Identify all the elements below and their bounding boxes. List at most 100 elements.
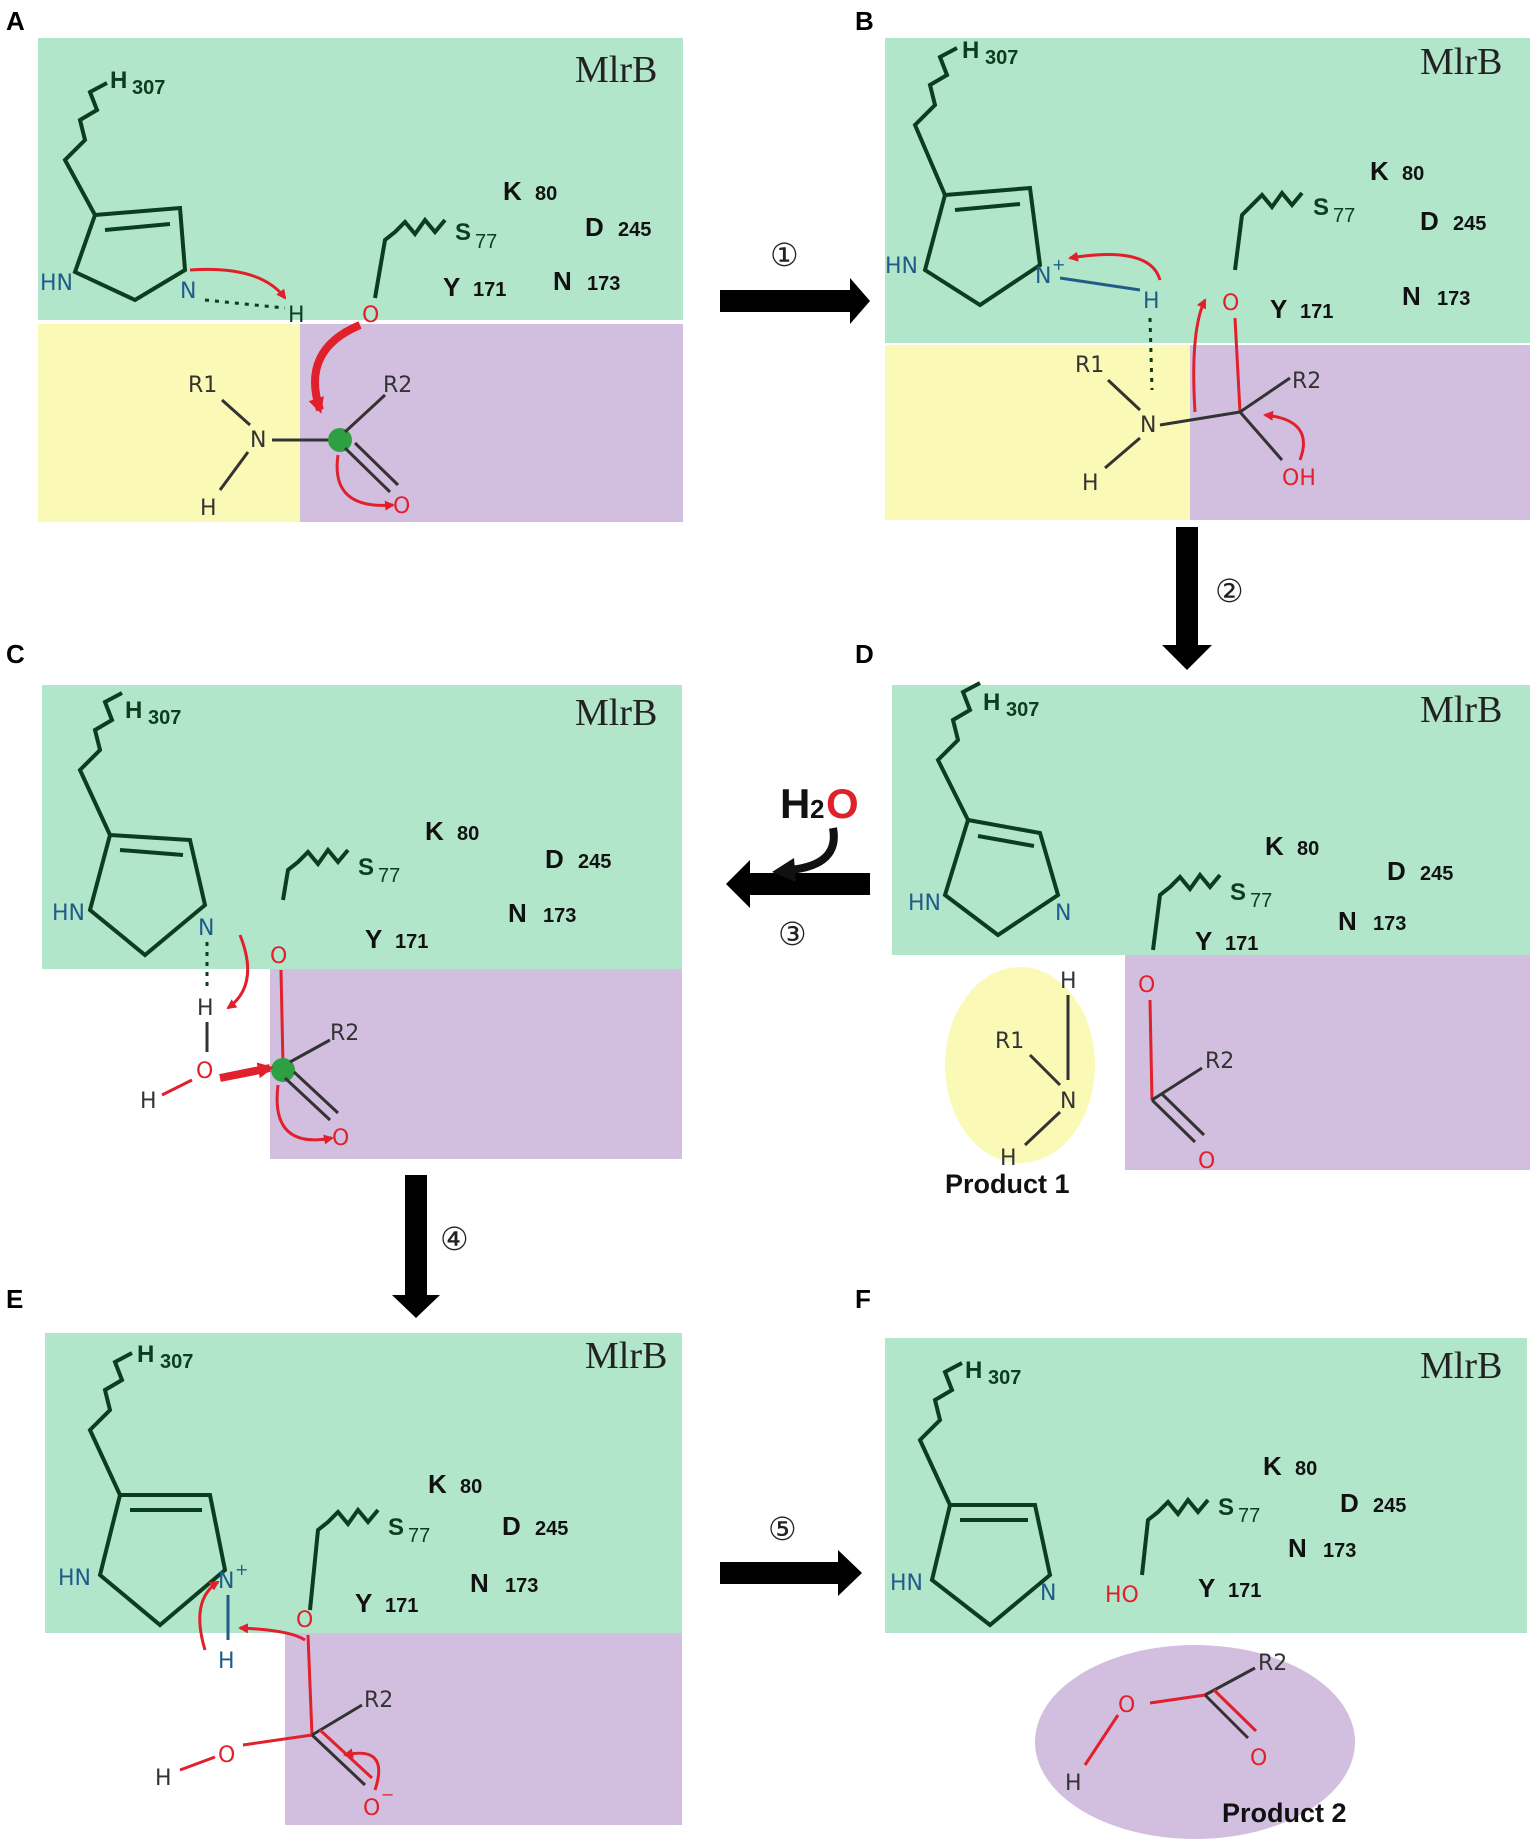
- tyr-number: 171: [1225, 933, 1258, 955]
- asp-residue: D: [545, 844, 564, 874]
- panel-label: D: [855, 639, 874, 669]
- ser-residue: S: [388, 1514, 404, 1541]
- ser-residue: S: [455, 219, 471, 246]
- arrow-head: [850, 278, 870, 324]
- ser-side-chain: [1151, 871, 1222, 951]
- asn-number: 173: [1373, 913, 1406, 935]
- water-h2: H: [140, 1089, 157, 1114]
- c-o-double-2: [353, 441, 400, 487]
- minus-charge: −: [381, 1785, 394, 1804]
- step-number: ④: [440, 1220, 469, 1258]
- ser-residue: S: [1313, 194, 1329, 221]
- tyr-residue: Y: [355, 1588, 372, 1618]
- n-h-bond: [1059, 276, 1141, 292]
- ring-double-bond: [954, 202, 1021, 212]
- product-1-label: Product 1: [945, 1169, 1070, 1199]
- ser-residue: S: [358, 854, 374, 881]
- electron-arrow-n-to-h: [1192, 298, 1207, 413]
- ser-o: O: [270, 944, 287, 969]
- r1-bond: [1106, 378, 1142, 412]
- tyr-number: 171: [473, 279, 506, 301]
- imidazole-ring: [942, 817, 1061, 938]
- c-r2-bond: [1239, 376, 1291, 414]
- water-h1: H: [197, 996, 214, 1021]
- n-h-bond: [218, 451, 250, 491]
- water-o: O: [826, 780, 859, 827]
- lys-residue: K: [1370, 156, 1389, 186]
- water-h: H: [780, 780, 810, 827]
- his-residue: H: [983, 689, 1000, 716]
- enzyme-region: [45, 1333, 682, 1633]
- carbonyl-o: O: [332, 1126, 349, 1151]
- enzyme-label: MlrB: [1420, 1345, 1502, 1387]
- step-5-arrow: ⑤: [720, 1510, 862, 1596]
- lys-number: 80: [535, 183, 557, 205]
- his-residue: H: [965, 1357, 982, 1384]
- ring-n: N: [180, 279, 196, 304]
- h-bond-dotted: [1148, 317, 1154, 391]
- tyr-residue: Y: [443, 272, 460, 302]
- arrow-shaft: [720, 1562, 840, 1584]
- ser-number: 77: [475, 231, 497, 253]
- panel-label: C: [6, 639, 25, 669]
- step-number: ①: [770, 236, 799, 274]
- tyr-residue: Y: [1195, 926, 1212, 956]
- ser-o: O: [362, 303, 379, 328]
- o-h-bond: [1083, 1714, 1120, 1766]
- c-r2-bond: [1204, 1666, 1256, 1697]
- asn-residue: N: [1338, 906, 1357, 936]
- ser-side-chain: [373, 216, 447, 299]
- ser-side-chain: [281, 846, 350, 901]
- arrow-shaft: [1176, 527, 1198, 647]
- c-o-double-1: [1203, 1693, 1250, 1740]
- asn-residue: N: [1288, 1533, 1307, 1563]
- carbonyl-o: O: [393, 494, 410, 519]
- asp-number: 245: [535, 1518, 568, 1540]
- asp-number: 245: [578, 851, 611, 873]
- ring-n: N: [198, 916, 214, 941]
- lys-residue: K: [503, 176, 522, 206]
- c-o-double-2: [292, 1070, 340, 1115]
- n-c-bond: [1159, 410, 1241, 427]
- asp-number: 245: [1453, 213, 1486, 235]
- electron-arrow-h-to-n: [1068, 251, 1162, 281]
- enzyme-label: MlrB: [1420, 41, 1502, 83]
- lys-number: 80: [460, 1476, 482, 1498]
- step-number: ③: [778, 915, 807, 953]
- r2-group: R2: [330, 1021, 359, 1046]
- h-bond: [204, 298, 286, 310]
- o-h-bond: [179, 1755, 216, 1772]
- amide-n: N: [250, 428, 266, 453]
- tyr-number: 171: [1300, 301, 1333, 323]
- his-side-chain: [77, 691, 123, 836]
- hydroxyl: OH: [1282, 466, 1316, 491]
- asn-residue: N: [1402, 281, 1421, 311]
- ring-double-bond: [104, 222, 171, 232]
- tyr-residue: Y: [365, 924, 382, 954]
- asn-number: 173: [587, 273, 620, 295]
- transferred-h: H: [1143, 289, 1160, 314]
- panel-f: F MlrB H 307 HN N S 77 HO K 80 D 245 N 1…: [855, 1284, 1527, 1839]
- electron-arrow-co-to-h: [238, 1623, 306, 1642]
- tyr-number: 171: [1228, 1580, 1261, 1602]
- his-side-chain: [87, 1351, 133, 1496]
- ring-nh: HN: [52, 901, 85, 926]
- asp-number: 245: [1373, 1495, 1406, 1517]
- lys-number: 80: [1297, 838, 1319, 860]
- o-c-bond: [279, 969, 285, 1066]
- asn-residue: N: [508, 898, 527, 928]
- ring-nh: HN: [885, 254, 918, 279]
- step-1-arrow: ①: [720, 236, 870, 324]
- c-r2-bond: [1151, 1066, 1203, 1102]
- acyl-region: [270, 969, 682, 1159]
- his-residue: H: [137, 1341, 154, 1368]
- ring-double-bond: [977, 834, 1035, 848]
- his-side-chain: [62, 81, 108, 216]
- his-number: 307: [132, 77, 165, 99]
- electron-arrow-co: [275, 1084, 334, 1145]
- step-number: ⑤: [768, 1510, 797, 1548]
- ester-o: O: [1118, 1693, 1135, 1718]
- ring-n: N: [1055, 901, 1071, 926]
- ser-hydroxyl: HO: [1105, 1583, 1139, 1608]
